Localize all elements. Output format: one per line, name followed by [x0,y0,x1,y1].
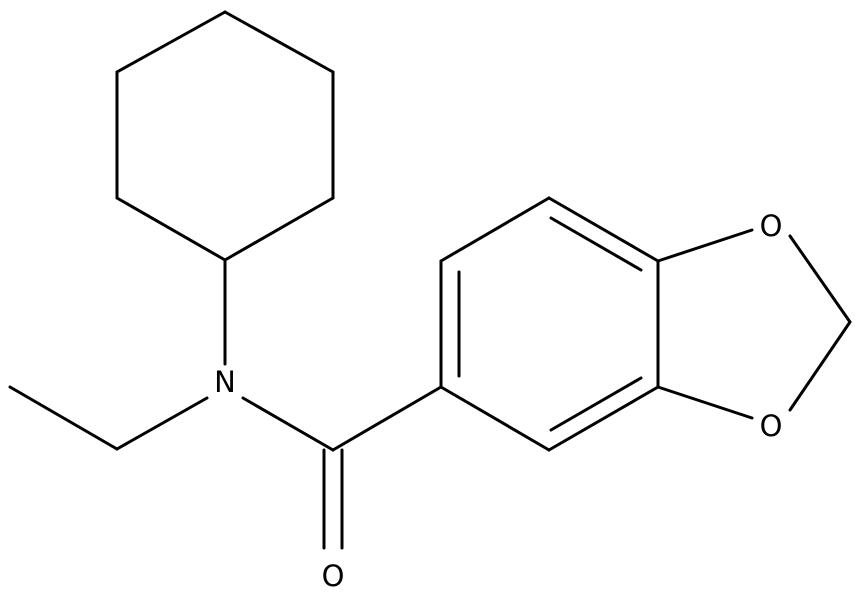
bond [549,376,643,432]
dioxole-oxygen-top-label: O [760,209,783,243]
dioxole-oxygen-bottom-label: O [760,409,783,443]
amide-nitrogen-bonds [8,258,335,452]
bond [547,385,660,452]
bond [223,10,335,74]
bond [115,10,227,74]
dioxole-ring [656,228,852,420]
bond [788,234,852,324]
bond [549,216,643,272]
benzene-ring [439,196,660,452]
bond [788,320,852,412]
bond [656,385,754,420]
carbonyl-oxygen-label: O [322,559,345,593]
bond [439,385,551,452]
bond [547,196,660,263]
bond [223,196,335,262]
bond [656,228,754,263]
nitrogen-label: N [214,365,236,399]
bond [115,196,227,262]
cyclohexane-ring [115,10,335,262]
bond [115,396,209,451]
bond [8,385,119,451]
bond [331,385,443,452]
bond [439,196,551,263]
carbonyl-group [322,385,443,550]
bond [241,396,335,452]
